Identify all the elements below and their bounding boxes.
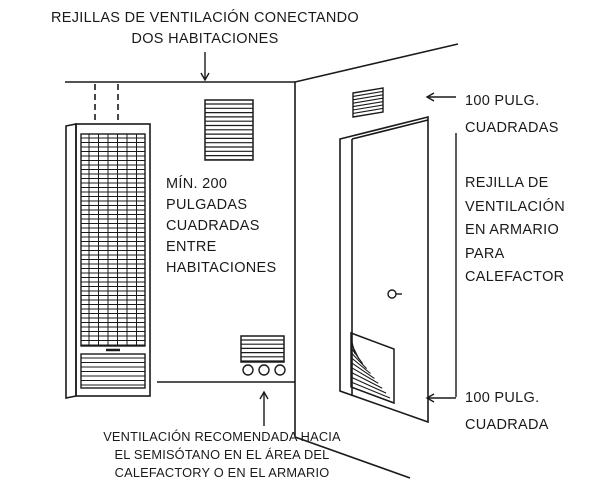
door-lower-grille [350,331,395,405]
upper-wall-grille [204,99,254,161]
upper-grille-line: CUADRADAS [465,120,559,136]
grille-slat [350,352,367,369]
grille-slat [352,90,384,97]
door-knob [387,289,397,299]
closet-door [339,115,429,424]
grille-slat [350,371,383,389]
lower-grille-line: 100 PULG. [465,390,540,406]
top-vent-label-line: REJILLAS DE VENTILACIÓN CONECTANDO [50,10,360,26]
top-vent-label-line: DOS HABITACIONES [131,31,279,47]
grille-slat [352,97,384,104]
closet-vent-line: VENTILACIÓN [465,198,565,215]
between-rooms-line: HABITACIONES [166,260,277,276]
grille-slat [350,386,395,404]
basement-vent-line: CALEFACTORY O EN EL ARMARIO [114,465,330,480]
top-vent-label: REJILLAS DE VENTILACIÓN CONECTANDO DOS H… [0,8,410,50]
upper-grille-label: 100 PULG. CUADRADAS [465,88,559,142]
grille-slat [350,361,375,379]
basement-vent-line: EL SEMISÓTANO EN EL ÁREA DEL [114,447,330,462]
closet-ceiling [294,43,459,83]
grille-slat [350,347,364,365]
grille-slat [350,376,387,394]
grille-slat [350,366,379,384]
wall-heater [65,123,151,399]
lower-grille-line: CUADRADA [465,417,549,433]
closet-floor [294,436,411,479]
basement-vent-label: VENTILACIÓN RECOMENDADA HACIA EL SEMISÓT… [22,428,422,482]
closet-upper-grille [352,87,384,118]
grille-slat [352,104,384,111]
between-rooms-line: CUADRADAS [166,218,260,234]
closet-vent-line: CALEFACTOR [465,269,565,285]
between-rooms-line: PULGADAS [166,197,248,213]
lower-wall-grille [240,335,286,376]
between-rooms-line: ENTRE [166,239,217,255]
closet-vent-line: PARA [465,245,505,262]
basement-vent-line: VENTILACIÓN RECOMENDADA HACIA [103,429,341,444]
closet-vent-label: REJILLA DE VENTILACIÓN EN ARMARIO PARA C… [465,172,565,290]
closet-vent-line: EN ARMARIO [465,222,560,238]
closet-vent-line: REJILLA DE [465,175,549,191]
grille-slat [350,381,391,399]
grille-slat [352,101,384,108]
upper-grille-line: 100 PULG. [465,93,540,109]
grille-slat [352,94,384,101]
grille-slat [350,357,371,374]
lower-grille-label: 100 PULG. CUADRADA [465,385,549,439]
grille-slat [352,107,384,114]
between-rooms-label: MÍN. 200 PULGADAS CUADRADAS ENTRE HABITA… [166,174,277,279]
between-rooms-line: MÍN. 200 [166,176,228,192]
